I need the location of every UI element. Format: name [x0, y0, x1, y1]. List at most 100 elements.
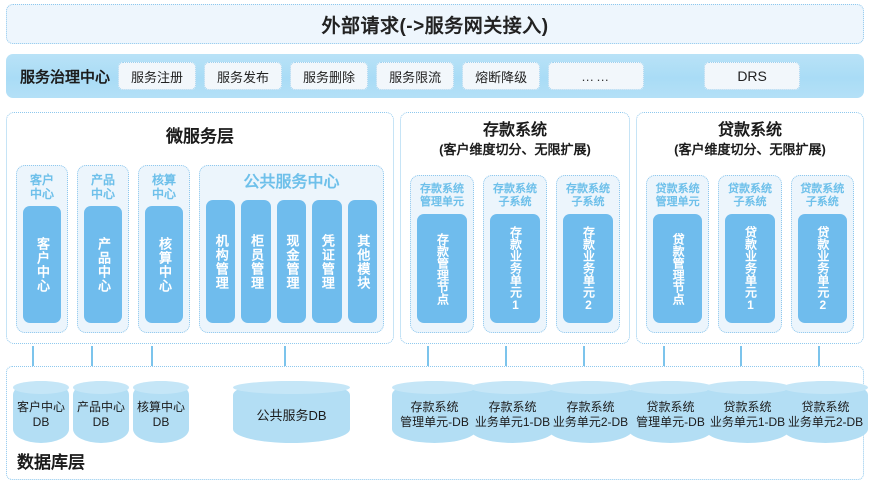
group-customer-center: 客户 中心 客户中心	[16, 165, 68, 333]
service-governance-bar: 服务治理中心 服务注册 服务发布 服务删除 服务限流 熔断降级 …… DRS	[6, 54, 864, 98]
db-label-deposit-management: 存款系统 管理单元-DB	[400, 400, 469, 429]
group-title-loan-management-unit: 贷款系统 管理单元	[655, 183, 700, 208]
db-cylinder-public-service[interactable]: 公共服务DB	[233, 381, 350, 443]
group-title-deposit-subsystem-1: 存款系统 子系统	[493, 183, 537, 208]
cylinder-top-cap	[233, 381, 350, 394]
service-chip-loan-business-unit-2[interactable]: 贷款业务单元2	[797, 214, 847, 323]
db-cylinder-loan-unit2[interactable]: 贷款系统 业务单元2-DB	[783, 381, 868, 443]
db-cylinder-deposit-management[interactable]: 存款系统 管理单元-DB	[392, 381, 477, 443]
service-chip-customer-center[interactable]: 客户中心	[23, 206, 61, 323]
group-loan-subsystem-2: 贷款系统 子系统 贷款业务单元2	[790, 175, 854, 333]
service-chip-deposit-management-node[interactable]: 存款管理节点	[417, 214, 467, 323]
db-label-deposit-unit1: 存款系统 业务单元1-DB	[474, 400, 551, 429]
service-chip-loan-management-node[interactable]: 贷款管理节点	[653, 214, 703, 323]
db-label-product-center: 产品中心 DB	[76, 400, 125, 429]
gov-chip-more[interactable]: ……	[548, 62, 645, 90]
cylinder-top-cap	[392, 381, 477, 394]
panel-loan-header: 贷款系统 (客户维度切分、无限扩展)	[637, 113, 863, 159]
chip-list: 机构管理 柜员管理 现金管理 凭证管理 其他模块	[200, 200, 383, 323]
chip-list: 核算中心	[139, 206, 189, 323]
db-label-loan-unit1: 贷款系统 业务单元1-DB	[709, 400, 786, 429]
chip-list: 贷款业务单元2	[792, 214, 853, 323]
db-label-loan-unit2: 贷款系统 业务单元2-DB	[787, 400, 864, 429]
loan-group-list: 贷款系统 管理单元 贷款管理节点 贷款系统 子系统 贷款业务单元1 贷款系统 子…	[637, 175, 863, 333]
microservice-group-list: 客户 中心 客户中心 产品 中心 产品中心 核算 中心 核算中心 公共服务中心	[7, 165, 393, 333]
group-loan-subsystem-1: 贷款系统 子系统 贷款业务单元1	[718, 175, 782, 333]
group-title-accounting-center: 核算 中心	[151, 173, 176, 201]
gov-chip-drs[interactable]: DRS	[704, 62, 801, 90]
cylinder-top-cap	[548, 381, 633, 394]
cylinder-top-cap	[783, 381, 868, 394]
database-layer-label: 数据库层	[17, 453, 85, 472]
panel-deposit-title: 存款系统	[482, 122, 547, 139]
db-cylinder-loan-unit1[interactable]: 贷款系统 业务单元1-DB	[705, 381, 790, 443]
chip-list: 存款业务单元1	[484, 214, 546, 323]
group-title-loan-subsystem-1: 贷款系统 子系统	[727, 183, 772, 208]
service-chip-other-modules[interactable]: 其他模块	[347, 200, 378, 323]
chip-list: 贷款业务单元1	[719, 214, 780, 323]
db-label-public-service: 公共服务DB	[256, 407, 327, 423]
db-cylinder-loan-management[interactable]: 贷款系统 管理单元-DB	[628, 381, 713, 443]
panel-microservice-header: 微服务层	[7, 113, 393, 147]
group-deposit-subsystem-1: 存款系统 子系统 存款业务单元1	[483, 175, 547, 333]
cylinder-top-cap	[628, 381, 713, 394]
group-deposit-management-unit: 存款系统 管理单元 存款管理节点	[410, 175, 474, 333]
db-cylinder-product-center[interactable]: 产品中心 DB	[73, 381, 129, 443]
database-layer: 客户中心 DB 产品中心 DB 核算中心 DB 公共服务DB 存款系统 管理单元…	[6, 366, 868, 480]
db-cylinder-deposit-unit2[interactable]: 存款系统 业务单元2-DB	[548, 381, 633, 443]
group-title-product-center: 产品 中心	[90, 173, 115, 201]
panel-deposit-subtitle: (客户维度切分、无限扩展)	[439, 142, 591, 157]
group-product-center: 产品 中心 产品中心	[77, 165, 129, 333]
group-title-deposit-subsystem-2: 存款系统 子系统	[566, 183, 610, 208]
chip-list: 客户中心	[17, 206, 67, 323]
service-chip-voucher-management[interactable]: 凭证管理	[312, 200, 342, 323]
db-label-accounting-center: 核算中心 DB	[136, 400, 185, 429]
group-title-loan-subsystem-2: 贷款系统 子系统	[800, 183, 845, 208]
cylinder-top-cap	[13, 381, 69, 394]
service-chip-teller-management[interactable]: 柜员管理	[241, 200, 271, 323]
chip-list: 存款业务单元2	[557, 214, 619, 323]
panel-microservice-title: 微服务层	[166, 127, 234, 146]
service-chip-deposit-business-unit-1[interactable]: 存款业务单元1	[490, 214, 540, 323]
panel-loan-system: 贷款系统 (客户维度切分、无限扩展) 贷款系统 管理单元 贷款管理节点 贷款系统…	[636, 112, 864, 344]
panel-loan-title: 贷款系统	[717, 122, 782, 139]
cylinder-top-cap	[470, 381, 555, 394]
service-governance-title: 服务治理中心	[20, 68, 111, 86]
db-label-customer-center: 客户中心 DB	[16, 400, 65, 429]
service-chip-deposit-business-unit-2[interactable]: 存款业务单元2	[563, 214, 613, 323]
group-deposit-subsystem-2: 存款系统 子系统 存款业务单元2	[556, 175, 620, 333]
external-request-banner: 外部请求(->服务网关接入)	[6, 4, 864, 44]
db-cylinder-accounting-center[interactable]: 核算中心 DB	[133, 381, 189, 443]
panel-microservice-layer: 微服务层 客户 中心 客户中心 产品 中心 产品中心 核算 中心 核算中心	[6, 112, 394, 344]
cylinder-top-cap	[705, 381, 790, 394]
service-chip-product-center[interactable]: 产品中心	[84, 206, 122, 323]
db-label-loan-management: 贷款系统 管理单元-DB	[636, 400, 705, 429]
service-chip-loan-business-unit-1[interactable]: 贷款业务单元1	[725, 214, 775, 323]
group-accounting-center: 核算 中心 核算中心	[138, 165, 190, 333]
gov-chip-service-register[interactable]: 服务注册	[118, 62, 197, 90]
group-loan-management-unit: 贷款系统 管理单元 贷款管理节点	[646, 175, 710, 333]
panel-deposit-system: 存款系统 (客户维度切分、无限扩展) 存款系统 管理单元 存款管理节点 存款系统…	[400, 112, 630, 344]
gov-chip-circuit-breaker[interactable]: 熔断降级	[462, 62, 541, 90]
chip-list: 存款管理节点	[411, 214, 473, 323]
db-cylinder-customer-center[interactable]: 客户中心 DB	[13, 381, 69, 443]
gov-chip-service-throttle[interactable]: 服务限流	[376, 62, 455, 90]
service-chip-cash-management[interactable]: 现金管理	[276, 200, 307, 323]
service-chip-org-management[interactable]: 机构管理	[205, 200, 236, 323]
gov-chip-service-delete[interactable]: 服务删除	[290, 62, 369, 90]
cylinder-top-cap	[133, 381, 189, 394]
group-title-deposit-management-unit: 存款系统 管理单元	[420, 183, 464, 208]
external-request-label: 外部请求(->服务网关接入)	[321, 15, 549, 37]
db-label-deposit-unit2: 存款系统 业务单元2-DB	[552, 400, 629, 429]
panel-loan-subtitle: (客户维度切分、无限扩展)	[674, 142, 826, 157]
service-chip-accounting-center[interactable]: 核算中心	[145, 206, 183, 323]
chip-list: 产品中心	[78, 206, 128, 323]
db-cylinder-deposit-unit1[interactable]: 存款系统 业务单元1-DB	[470, 381, 555, 443]
gov-chip-service-publish[interactable]: 服务发布	[204, 62, 283, 90]
group-title-public-service-center: 公共服务中心	[243, 174, 340, 191]
group-title-customer-center: 客户 中心	[29, 173, 54, 201]
chip-list: 贷款管理节点	[647, 214, 708, 323]
group-public-service-center: 公共服务中心 机构管理 柜员管理 现金管理 凭证管理 其他模块	[199, 165, 384, 333]
deposit-group-list: 存款系统 管理单元 存款管理节点 存款系统 子系统 存款业务单元1 存款系统 子…	[401, 175, 629, 333]
